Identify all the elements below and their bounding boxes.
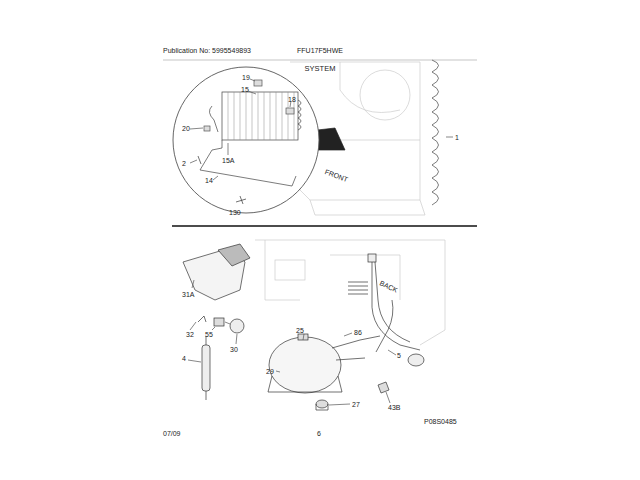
orientation-label: BACK: [379, 279, 399, 293]
footer-text: 07/09: [163, 430, 181, 437]
callout-number: 19: [242, 74, 250, 81]
callout-number: 2: [182, 160, 186, 167]
callout-number: 5: [397, 352, 401, 359]
callout-number: 43B: [388, 404, 400, 411]
header-text: FFU17F5HWE: [297, 47, 343, 54]
orientation-label: FRONT: [324, 168, 349, 183]
callout-number: 4: [182, 355, 186, 362]
callout-number: 86: [354, 329, 362, 336]
callout-number: 30: [230, 346, 238, 353]
callout-number: 29: [266, 368, 274, 375]
footer-text: 6: [317, 430, 321, 437]
callout-number: 55: [205, 331, 213, 338]
callout-number: 18: [288, 96, 296, 103]
section-title: SYSTEM: [305, 65, 336, 73]
callout-number: 130: [229, 209, 241, 216]
figure-code: P08S0485: [424, 418, 457, 425]
callout-number: 20: [182, 125, 190, 132]
callout-number: 14: [205, 177, 213, 184]
callout-number: 31A: [182, 291, 194, 298]
header-text: Publication No: 5995549893: [163, 47, 251, 54]
callout-number: 15: [241, 86, 249, 93]
callout-number: 1: [455, 134, 459, 141]
callout-number: 32: [186, 331, 194, 338]
callout-number: 15A: [222, 157, 234, 164]
callout-number: 25: [296, 327, 304, 334]
callout-number: 27: [352, 401, 360, 408]
